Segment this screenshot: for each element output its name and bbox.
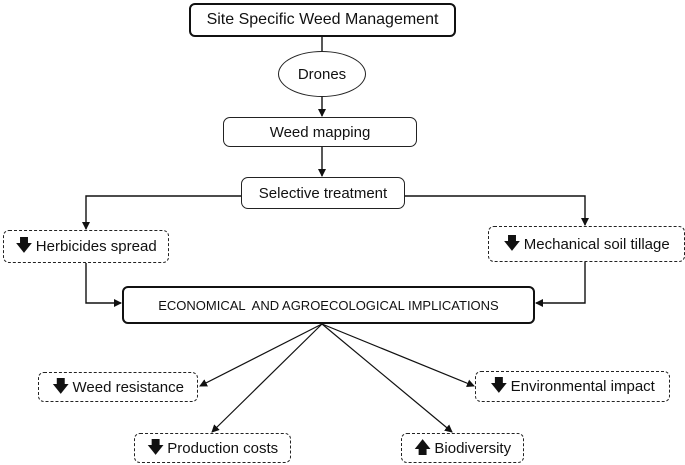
implications-label: ECONOMICAL AND AGROECOLOGICAL IMPLICATIO… xyxy=(158,297,499,313)
production-costs-label: Production costs xyxy=(167,439,279,457)
weed-mapping-node: Weed mapping xyxy=(223,117,417,147)
production-costs-node: 🡇 Production costs xyxy=(134,433,291,463)
biodiversity-label: Biodiversity xyxy=(434,439,512,457)
title-node: Site Specific Weed Management xyxy=(189,3,456,37)
drones-node: Drones xyxy=(278,51,366,97)
weed-resistance-label: Weed resistance xyxy=(72,378,184,396)
selective-treatment-node: Selective treatment xyxy=(241,177,405,209)
drones-label: Drones xyxy=(297,65,347,83)
connector-implications-biodiversity xyxy=(321,323,453,433)
connector-herbicides-implications xyxy=(85,263,122,307)
connector-implications-resistance xyxy=(199,323,323,387)
environmental-impact-node: 🡇 Environmental impact xyxy=(475,371,670,402)
title-label: Site Specific Weed Management xyxy=(206,11,439,28)
implications-node: ECONOMICAL AND AGROECOLOGICAL IMPLICATIO… xyxy=(122,286,535,324)
down-arrow-icon: 🡇 xyxy=(52,376,70,397)
connector-implications-costs xyxy=(211,323,323,433)
herbicides-spread-label: Herbicides spread xyxy=(35,238,157,255)
down-arrow-icon: 🡇 xyxy=(503,233,521,254)
down-arrow-icon: 🡇 xyxy=(490,376,508,396)
biodiversity-node: 🡅 Biodiversity xyxy=(401,433,524,463)
connector-tillage-implications xyxy=(535,262,586,307)
weed-mapping-label: Weed mapping xyxy=(269,123,371,141)
herbicides-spread-node: 🡇 Herbicides spread xyxy=(3,230,169,263)
mechanical-tillage-label: Mechanical soil tillage xyxy=(523,235,670,253)
selective-treatment-label: Selective treatment xyxy=(258,184,388,202)
connector-implications-environment xyxy=(321,323,475,388)
connector-treatment-herbicides xyxy=(82,195,242,230)
down-arrow-icon: 🡇 xyxy=(15,236,33,256)
down-arrow-icon: 🡇 xyxy=(146,437,165,458)
mechanical-tillage-node: 🡇 Mechanical soil tillage xyxy=(488,226,685,262)
up-arrow-icon: 🡅 xyxy=(413,437,432,458)
weed-resistance-node: 🡇 Weed resistance xyxy=(38,372,198,402)
connector-treatment-tillage xyxy=(404,195,589,226)
environmental-impact-label: Environmental impact xyxy=(510,378,655,395)
